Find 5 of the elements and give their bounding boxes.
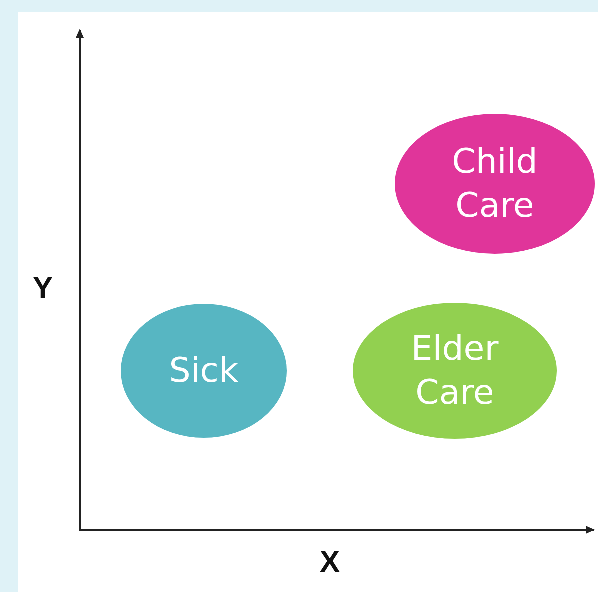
x-axis-label: X bbox=[320, 546, 340, 580]
node-label: Child Care bbox=[451, 140, 539, 228]
node-label: Elder Care bbox=[410, 328, 500, 415]
y-axis-label: Y bbox=[33, 272, 54, 306]
node-label: Sick bbox=[169, 350, 239, 393]
